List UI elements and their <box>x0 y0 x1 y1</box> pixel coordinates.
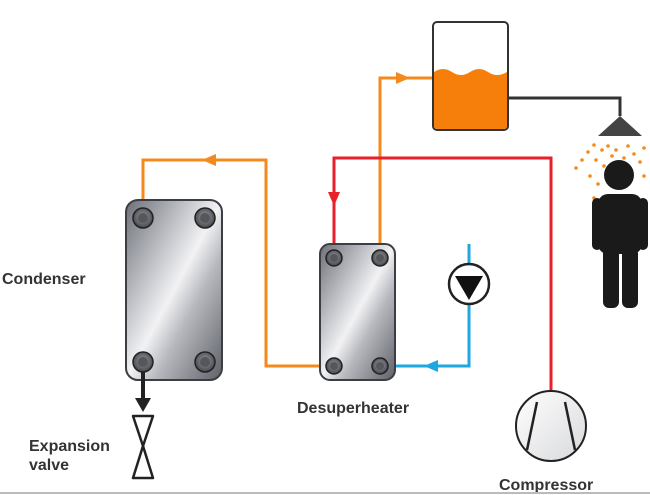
bottom-divider <box>0 492 650 494</box>
flow-arrow-down <box>328 192 340 206</box>
desuperheater-exchanger <box>319 243 396 381</box>
flow-arrow-down-black <box>135 398 151 412</box>
compressor-label: Compressor <box>499 477 594 494</box>
desuperheater-label: Desuperheater <box>297 400 410 417</box>
pipe-tank-to-shower <box>508 96 622 116</box>
compressor-icon <box>515 390 587 462</box>
pump-icon <box>447 262 491 306</box>
condenser-label: Condenser <box>2 271 86 288</box>
condenser-exchanger <box>125 199 223 381</box>
flow-arrow-left <box>202 154 216 166</box>
flow-arrow-right <box>396 72 410 84</box>
expansion-valve-icon <box>131 414 155 480</box>
pipe-desuperheater-to-condenser <box>141 158 336 368</box>
pipe-desuperheater-to-tank <box>378 76 432 258</box>
shower-head-icon <box>574 116 646 208</box>
expansion-valve-label: Expansion valve <box>29 438 110 474</box>
pipe-compressor-to-desuperheater <box>332 156 553 390</box>
person-icon <box>592 160 648 308</box>
flow-arrow-left-blue <box>424 360 438 372</box>
hot-water-tank <box>432 21 509 131</box>
